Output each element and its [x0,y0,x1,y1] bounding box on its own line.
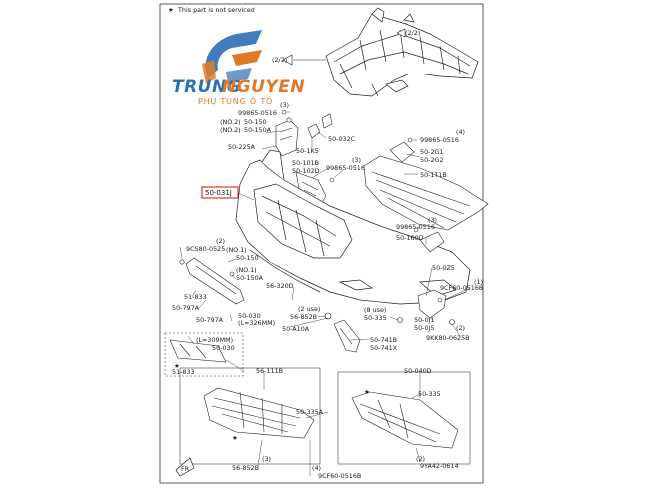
label-50-797a-a: 50-797A [172,304,200,312]
clip-50-1k5 [307,113,333,139]
label-n2a: (2) [216,237,225,245]
label-50-030-a: 50-030 [238,312,261,320]
frame-border [159,3,484,484]
fastener-56-852b [324,312,455,325]
leader-lines [179,111,471,476]
label-no1b: (NO.1) [236,266,257,274]
label-56-852b-a: 56-852B [290,313,317,321]
label-50-0j5: 50-0J5 [414,324,434,332]
label-9kk80-0625b: 9KK80-0625B [426,334,470,342]
label-50-1t1b: 50-1T1B [420,171,447,179]
license-plate-bracket-upper [179,257,245,305]
label-50-150a-mid: 50-150A [236,274,264,282]
label-50-2g2: 50-2G2 [420,156,444,164]
label-9cs80-0525: 9CS80-0525 [186,245,225,253]
logo-tagline: PHỤ TÙNG Ô TÔ [198,95,273,106]
label-50-1k5: 50-1K5 [296,147,319,155]
label-99865-0516-a: 99865-0516 [238,109,277,117]
logo-brand-b: NGUYEN [222,77,305,97]
label-99865-0516-c: 99865-0516 [326,164,365,172]
label-n4a: (4) [456,128,465,136]
label-ref-2-2-a: (2/2) [272,56,287,64]
label-50-a10a: 50-A10A [282,325,310,333]
fr-direction-icon: FR [175,457,195,477]
label-9cf60-0516b-a: 9CF60-0516B [440,284,483,292]
label-99865-0516-b: 99865-0516 [420,136,459,144]
label-56-852b-b: 56-852B [232,464,259,472]
label-50-031j: 50-031J [205,189,232,197]
label-50-160d: 50-160D [396,234,424,242]
license-plate-bracket-lower [169,339,227,363]
deflector-star-icon: ★ [364,388,370,396]
label-50-741x: 50-741X [370,344,398,352]
logo-mark-icon [202,30,262,84]
upper-bracket-left [275,117,299,157]
label-no1a: (NO.1) [226,246,247,254]
label-n2b: (2 use) [298,305,320,313]
notice-text: This part is not serviced [177,6,255,14]
label-n3c: (3) [428,216,437,224]
label-9ya42-0614: 9YA42-0614 [420,462,459,470]
label-n3a: (3) [280,101,289,109]
highlight-box-50-031j [201,186,239,199]
label-50-030-b: 50-030 [212,344,235,352]
box-56-111b [179,367,321,465]
label-50-335-a: 50-335 [364,314,387,322]
label-99865-0516-d: 99865-0516 [396,223,435,231]
ref-arrow-icon-a [282,54,293,66]
label-50-032c: 50-032C [328,135,356,143]
label-56-111b: 56-111B [256,367,283,375]
label-n2c: (2) [456,324,465,332]
ref-arrow-icon-b [396,28,406,38]
label-n8: (8 use) [364,306,386,314]
bumper-reinforcement-beam [325,7,479,97]
alt-part-star-icon: ★ [174,362,180,370]
notice-star-icon: ★ [168,6,174,14]
label-50-0z5: 50-0Z5 [432,264,455,272]
label-50-797a-b: 50-797A [196,316,224,324]
label-50-335-b: 50-335 [418,390,441,398]
label-50-335a: 50-335A [296,408,324,416]
label-50-2g1: 50-2G1 [420,148,444,156]
logo-brand-a: TRUNG [172,77,241,97]
label-no2a: (NO.2) [220,118,241,126]
bracket-50-160d [419,231,445,253]
label-50-101b: 50-101B [292,159,319,167]
label-n3b: (3) [352,156,361,164]
garnish-50-741b [333,319,361,353]
under-cover-56-111b [203,387,315,439]
label-56-320d: 56-320D [266,282,294,290]
label-no2b: (NO.2) [220,126,241,134]
label-50-150a-top: 50-150A [244,126,272,134]
label-50-0j1: 50-0J1 [414,316,434,324]
front-bumper-cover [235,149,471,305]
label-n2d: (2) [416,455,425,463]
label-n1a: (1) [474,278,483,286]
label-l309: (L=309MM) [196,336,233,344]
label-50-741b: 50-741B [370,336,397,344]
label-n3d: (3) [262,455,271,463]
brand-logo: TRUNG NGUYEN PHỤ TÙNG Ô TÔ [172,30,305,106]
label-50-102d: 50-102D [292,167,320,175]
label-50-225a: 50-225A [228,143,256,151]
label-50-150-mid: 50-150 [236,254,259,262]
label-51-833-b: 51-833 [172,368,195,376]
label-ref-2-2-b: (2/2) [405,29,420,37]
box-50-040d [337,371,471,465]
label-l326: (L=326MM) [238,319,275,327]
label-50-040d: 50-040D [404,367,432,375]
bolts-99865-0516 [281,109,419,233]
upper-grille-50-1t1b [363,141,489,231]
side-bracket-50-0z5 [417,289,447,319]
label-50-150-top: 50-150 [244,118,267,126]
label-n4b: (4) [312,464,321,472]
under-cover-star-icon: ★ [232,434,238,442]
fr-text: FR [181,465,190,473]
label-9cf60-0516b-b: 9CF60-0516B [318,472,361,480]
deflector-50-040d [351,391,459,449]
alt-part-dashed-box [164,332,244,377]
label-51-833-a: 51-833 [184,293,207,301]
